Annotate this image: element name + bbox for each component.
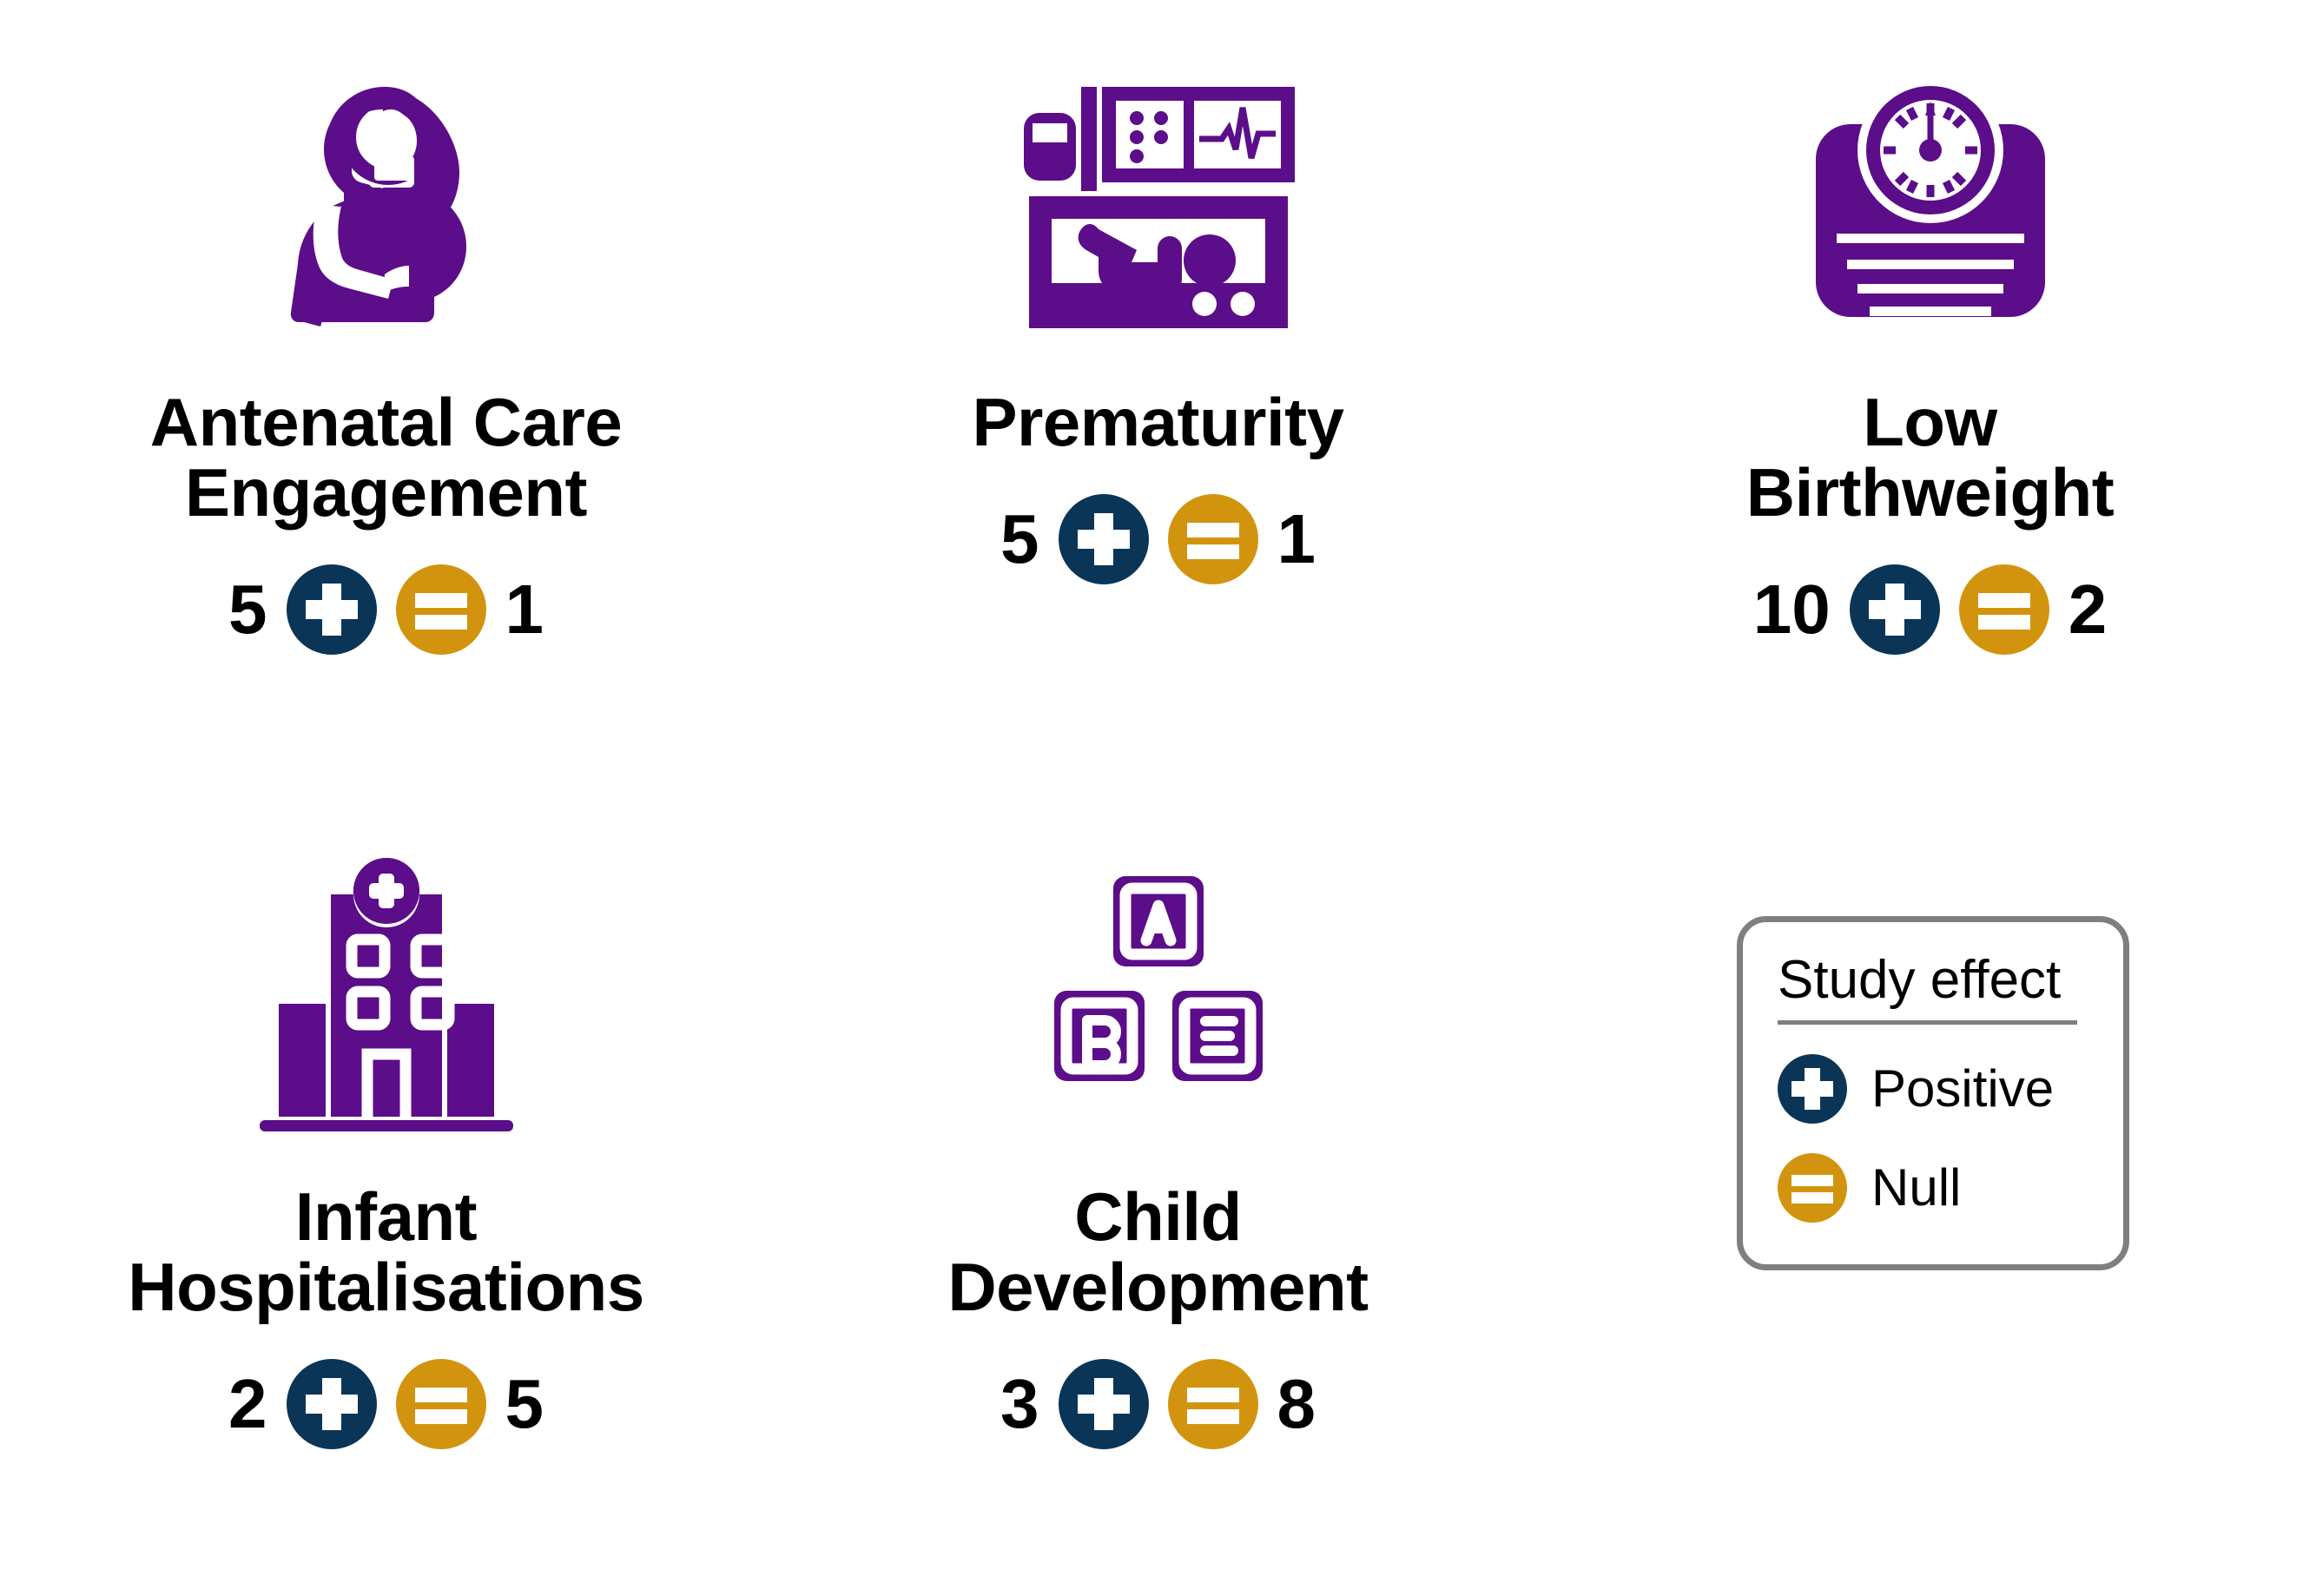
plus-icon — [1867, 582, 1923, 637]
metric-card-antenatal-care-engagement: Antenatal Care Engagement 5 1 — [0, 0, 772, 798]
metric-label: Antenatal Care Engagement — [149, 384, 623, 531]
null-count: 1 — [505, 570, 544, 649]
null-badge-icon — [395, 564, 486, 656]
positive-count: 5 — [1000, 500, 1039, 578]
legend-divider — [1778, 1020, 2077, 1026]
positive-badge-icon — [1058, 494, 1149, 585]
metric-card-prematurity: Prematurity 5 1 — [772, 0, 1544, 798]
weighing-scale-icon — [1800, 23, 2061, 387]
legend-item-null: Null — [1778, 1153, 2088, 1223]
legend-title: Study effect — [1778, 950, 2062, 1010]
equals-icon — [413, 582, 469, 637]
null-badge-icon — [1167, 494, 1258, 585]
null-count: 8 — [1277, 1365, 1316, 1443]
equals-icon — [1185, 511, 1241, 567]
metric-counts: 2 5 — [228, 1359, 544, 1450]
metric-counts: 3 8 — [1000, 1359, 1316, 1450]
equals-badge-icon — [1778, 1153, 1847, 1223]
incubator-icon — [1015, 23, 1302, 387]
hospital-building-icon — [247, 817, 525, 1182]
null-count: 1 — [1277, 500, 1316, 578]
abc-blocks-icon — [1019, 817, 1297, 1182]
plus-icon — [304, 1376, 360, 1432]
metric-card-infant-hospitalisations: Infant Hospitalisations 2 5 — [0, 798, 772, 1596]
positive-count: 2 — [228, 1365, 267, 1443]
legend-panel: Study effect Positive Null — [1737, 916, 2129, 1270]
null-count: 2 — [2068, 570, 2108, 649]
legend-item-label: Positive — [1871, 1059, 2055, 1118]
metric-card-child-development: Child Development 3 8 — [772, 798, 1544, 1596]
null-badge-icon — [395, 1359, 486, 1450]
plus-badge-icon — [1778, 1054, 1847, 1124]
positive-count: 3 — [1000, 1365, 1039, 1443]
pregnant-woman-icon — [256, 23, 517, 387]
plus-icon — [1076, 511, 1132, 567]
legend-item-label: Null — [1871, 1158, 1962, 1217]
plus-icon — [1076, 1376, 1132, 1432]
metric-label: Low Birthweight — [1745, 384, 2115, 531]
positive-badge-icon — [286, 1359, 377, 1450]
plus-icon — [304, 582, 360, 637]
positive-count: 10 — [1752, 570, 1831, 649]
metric-counts: 10 2 — [1752, 564, 2108, 656]
legend-item-positive: Positive — [1778, 1054, 2088, 1124]
positive-badge-icon — [1849, 564, 1940, 656]
equals-icon — [1791, 1166, 1834, 1210]
null-badge-icon — [1167, 1359, 1258, 1450]
plus-icon — [1791, 1067, 1834, 1111]
metric-label: Child Development — [947, 1178, 1369, 1326]
equals-icon — [1976, 582, 2032, 637]
metric-counts: 5 1 — [1000, 494, 1316, 585]
metric-counts: 5 1 — [228, 564, 544, 656]
null-badge-icon — [1958, 564, 2049, 656]
positive-count: 5 — [228, 570, 267, 649]
equals-icon — [413, 1376, 469, 1432]
metric-label: Prematurity — [972, 384, 1345, 460]
equals-icon — [1185, 1376, 1241, 1432]
positive-badge-icon — [286, 564, 377, 656]
metric-card-low-birthweight: Low Birthweight 10 2 — [1544, 0, 2316, 798]
metric-label: Infant Hospitalisations — [128, 1178, 644, 1326]
null-count: 5 — [505, 1365, 544, 1443]
positive-badge-icon — [1058, 1359, 1149, 1450]
